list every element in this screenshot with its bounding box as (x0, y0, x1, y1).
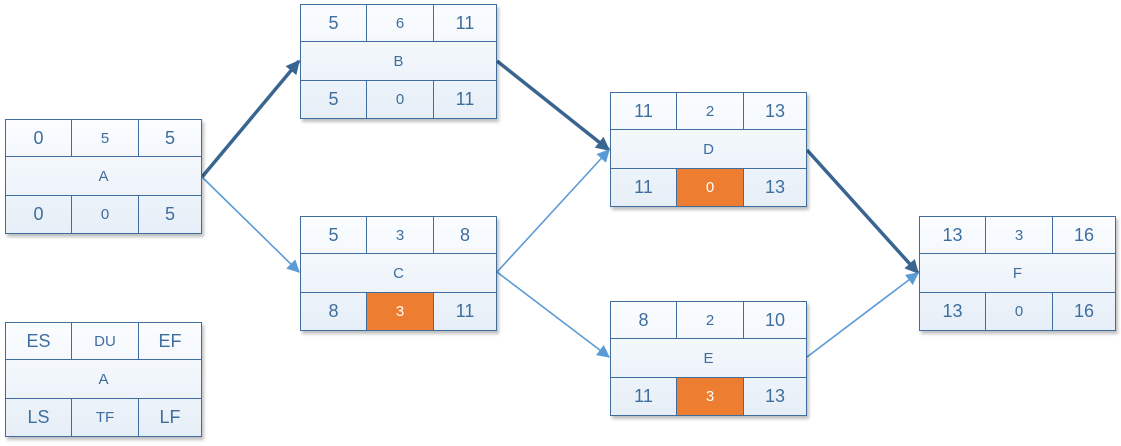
node-f-early-start: 13 (920, 217, 986, 253)
arrow-b-d (495, 59, 611, 152)
legend-lf-label: LF (159, 407, 181, 427)
node-d-name: D (703, 140, 714, 158)
node-c-bottom-row: 8 3 11 (301, 293, 496, 330)
node-b-duration: 6 (367, 5, 434, 41)
arrow-a-b (200, 59, 301, 179)
node-a-early-start: 0 (6, 120, 72, 156)
node-a-bottom-row: 0 0 5 (6, 196, 201, 233)
legend-ls-label: LS (6, 399, 72, 436)
node-f-total-float: 0 (986, 293, 1053, 330)
node-d-top-row: 11 2 13 (611, 93, 806, 130)
node-d-bottom-row: 11 0 13 (611, 169, 806, 206)
node-c-top-row: 5 3 8 (301, 217, 496, 254)
node-d-total-float: 0 (677, 169, 744, 206)
node-b-bottom-row: 5 0 11 (301, 81, 496, 118)
node-f-bottom-row: 13 0 16 (920, 293, 1115, 330)
node-f-name-row: F (920, 254, 1115, 293)
node-a-duration: 5 (72, 120, 139, 156)
arrow-c-d (496, 149, 610, 273)
node-d-duration: 2 (677, 93, 744, 129)
legend-bottom-row: LS TF LF (6, 399, 201, 436)
node-f-early-finish: 16 (1073, 224, 1095, 245)
node-a-name-row: A (6, 157, 201, 196)
node-d-name-row: D (611, 130, 806, 169)
legend-ef-label: EF (158, 330, 182, 351)
node-d-early-finish: 13 (764, 100, 786, 121)
node-b-late-start: 5 (301, 81, 367, 118)
node-a-name: A (98, 167, 109, 185)
node-a-total-float: 0 (72, 196, 139, 233)
node-b-total-float: 0 (367, 81, 434, 118)
node-b-early-start: 5 (301, 5, 367, 41)
legend-top-row: ES DU EF (6, 323, 201, 360)
node-d-late-start: 11 (611, 169, 677, 206)
arrow-d-f (805, 148, 920, 275)
node-d-early-start: 11 (611, 93, 677, 129)
node-c-early-finish: 8 (459, 224, 470, 245)
node-e-top-row: 8 2 10 (611, 302, 806, 339)
legend-tf-label: TF (72, 399, 139, 436)
node-d-late-finish: 13 (764, 177, 786, 197)
node-f-late-finish: 16 (1073, 301, 1095, 321)
activity-node-f[interactable]: 13 3 16 F 13 0 16 (919, 216, 1116, 331)
node-b-early-finish: 11 (455, 12, 475, 33)
node-a-late-start: 0 (6, 196, 72, 233)
arrow-a-c (201, 176, 300, 273)
node-e-early-finish: 10 (764, 309, 786, 330)
activity-node-e[interactable]: 8 2 10 E 11 3 13 (610, 301, 807, 416)
node-b-late-finish: 11 (455, 89, 475, 109)
activity-node-c[interactable]: 5 3 8 C 8 3 11 (300, 216, 497, 331)
node-a-late-finish: 5 (164, 204, 175, 224)
node-a-early-finish: 5 (164, 127, 175, 148)
node-b-name: B (393, 52, 404, 70)
node-c-late-start: 8 (301, 293, 367, 330)
node-e-name: E (703, 349, 714, 367)
node-f-late-start: 13 (920, 293, 986, 330)
node-e-bottom-row: 11 3 13 (611, 378, 806, 415)
node-e-name-row: E (611, 339, 806, 378)
node-c-total-float: 3 (367, 293, 434, 330)
node-e-total-float: 3 (677, 378, 744, 415)
node-a-top-row: 0 5 5 (6, 120, 201, 157)
legend-du-label: DU (72, 323, 139, 359)
node-c-name: C (393, 264, 404, 282)
node-e-late-finish: 13 (764, 386, 786, 406)
arrow-c-e (496, 271, 611, 358)
node-e-late-start: 11 (611, 378, 677, 415)
node-f-duration: 3 (986, 217, 1053, 253)
legend-es-label: ES (6, 323, 72, 359)
node-f-name: F (1012, 264, 1023, 282)
legend-name-row: A (6, 360, 201, 399)
legend-node: ES DU EF A LS TF LF (5, 322, 202, 437)
node-c-early-start: 5 (301, 217, 367, 253)
node-b-top-row: 5 6 11 (301, 5, 496, 42)
node-c-name-row: C (301, 254, 496, 293)
activity-node-a[interactable]: 0 5 5 A 0 0 5 (5, 119, 202, 234)
node-b-name-row: B (301, 42, 496, 81)
node-e-duration: 2 (677, 302, 744, 338)
activity-node-b[interactable]: 5 6 11 B 5 0 11 (300, 4, 497, 119)
arrow-e-f (806, 272, 920, 358)
node-c-duration: 3 (367, 217, 434, 253)
node-c-late-finish: 11 (455, 301, 475, 321)
activity-node-d[interactable]: 11 2 13 D 11 0 13 (610, 92, 807, 207)
node-e-early-start: 8 (611, 302, 677, 338)
node-f-top-row: 13 3 16 (920, 217, 1115, 254)
legend-name-label: A (98, 370, 109, 388)
